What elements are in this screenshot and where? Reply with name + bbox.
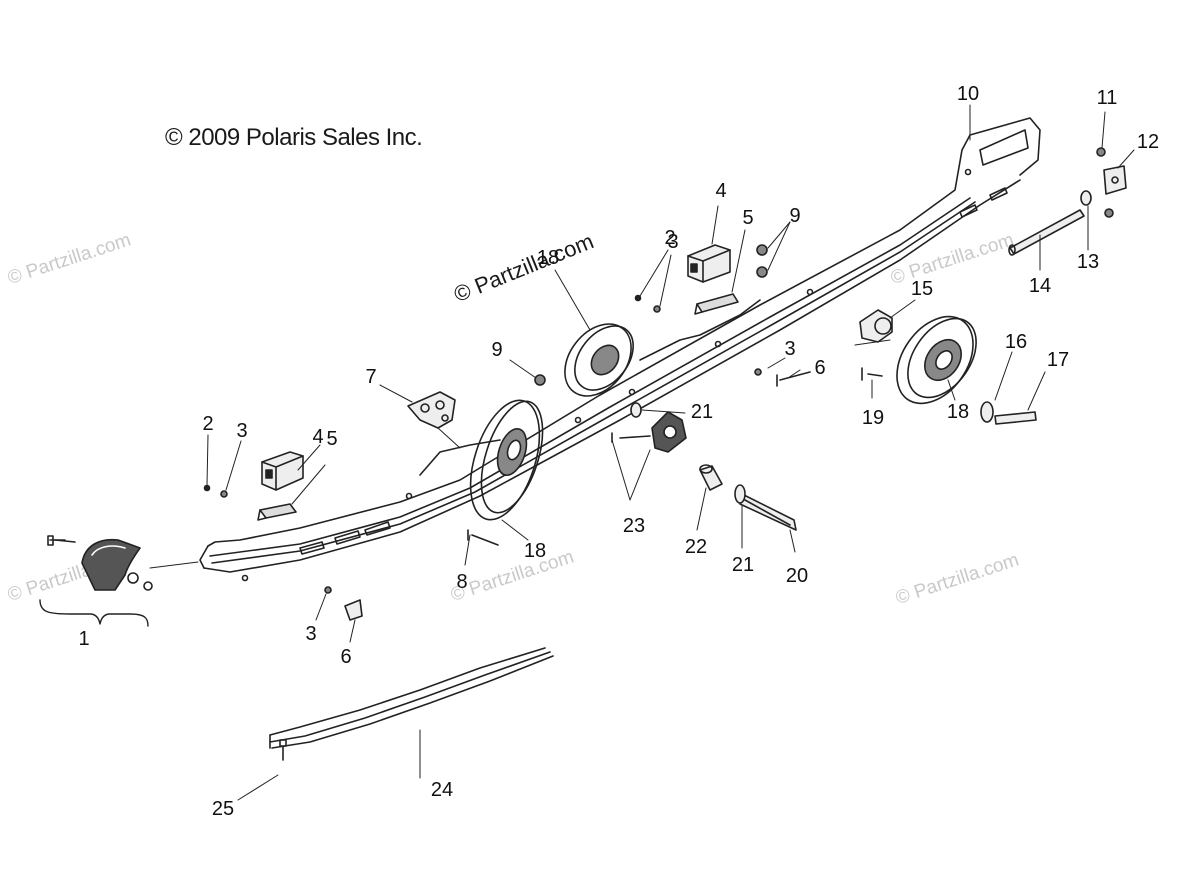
slide (269, 647, 554, 749)
copyright-text: © 2009 Polaris Sales Inc. (165, 124, 423, 151)
callout-5: 5 (742, 207, 753, 229)
callout-7: 7 (365, 366, 376, 388)
callout-19: 19 (862, 407, 884, 429)
bolt (776, 371, 811, 387)
callout-18: 18 (537, 247, 559, 269)
callout-1: 1 (78, 628, 89, 650)
bolt (467, 529, 499, 546)
callout-3: 3 (236, 420, 247, 442)
callout-4: 4 (715, 180, 726, 202)
callouts: 1 2 2 3 3 3 3 4 4 5 5 6 6 7 8 9 9 10 11 … (78, 83, 1159, 820)
block (687, 244, 731, 283)
leader-lines (206, 104, 1135, 801)
callout-3: 3 (305, 623, 316, 645)
callout-18: 18 (947, 401, 969, 423)
wheel (896, 315, 977, 405)
callout-9: 9 (491, 339, 502, 361)
rail (199, 117, 1041, 582)
callout-16: 16 (1005, 331, 1027, 353)
callout-5: 5 (326, 428, 337, 450)
nut (203, 147, 1114, 594)
callout-6: 6 (814, 357, 825, 379)
callout-6: 6 (340, 646, 351, 668)
bolt (861, 367, 883, 381)
front-bumper (39, 535, 199, 627)
axle-hub (651, 411, 687, 453)
callout-8: 8 (456, 571, 467, 593)
callout-12: 12 (1137, 131, 1159, 153)
wheel (564, 323, 634, 397)
callout-2: 2 (664, 227, 675, 249)
callout-15: 15 (911, 278, 933, 300)
callout-23: 23 (623, 515, 645, 537)
callout-4: 4 (312, 426, 323, 448)
callout-14: 14 (1029, 275, 1051, 297)
washer (630, 190, 1092, 504)
callout-24: 24 (431, 779, 453, 801)
callout-21: 21 (732, 554, 754, 576)
callout-13: 13 (1077, 251, 1099, 273)
block (261, 451, 304, 491)
callout-20: 20 (786, 565, 808, 587)
callout-22: 22 (685, 536, 707, 558)
callout-2: 2 (202, 413, 213, 435)
callout-3: 3 (667, 231, 678, 253)
callout-21: 21 (691, 401, 713, 423)
wheel (469, 399, 544, 521)
callout-9: 9 (789, 205, 800, 227)
bolt (279, 739, 287, 761)
callout-10: 10 (957, 83, 979, 105)
bolt (344, 599, 363, 621)
callout-11: 11 (1097, 87, 1118, 109)
callout-17: 17 (1047, 349, 1069, 371)
callout-18: 18 (524, 540, 546, 562)
bolt (994, 411, 1037, 425)
bolt (1008, 209, 1085, 256)
callout-25: 25 (212, 798, 234, 820)
bolt (611, 432, 651, 443)
clip (694, 293, 739, 315)
bracket-small (1103, 165, 1127, 195)
callout-3: 3 (784, 338, 795, 360)
axle-mount (854, 309, 893, 346)
bracket (407, 391, 461, 449)
clip (257, 503, 297, 521)
bolt (739, 493, 797, 531)
spacer (699, 464, 723, 491)
